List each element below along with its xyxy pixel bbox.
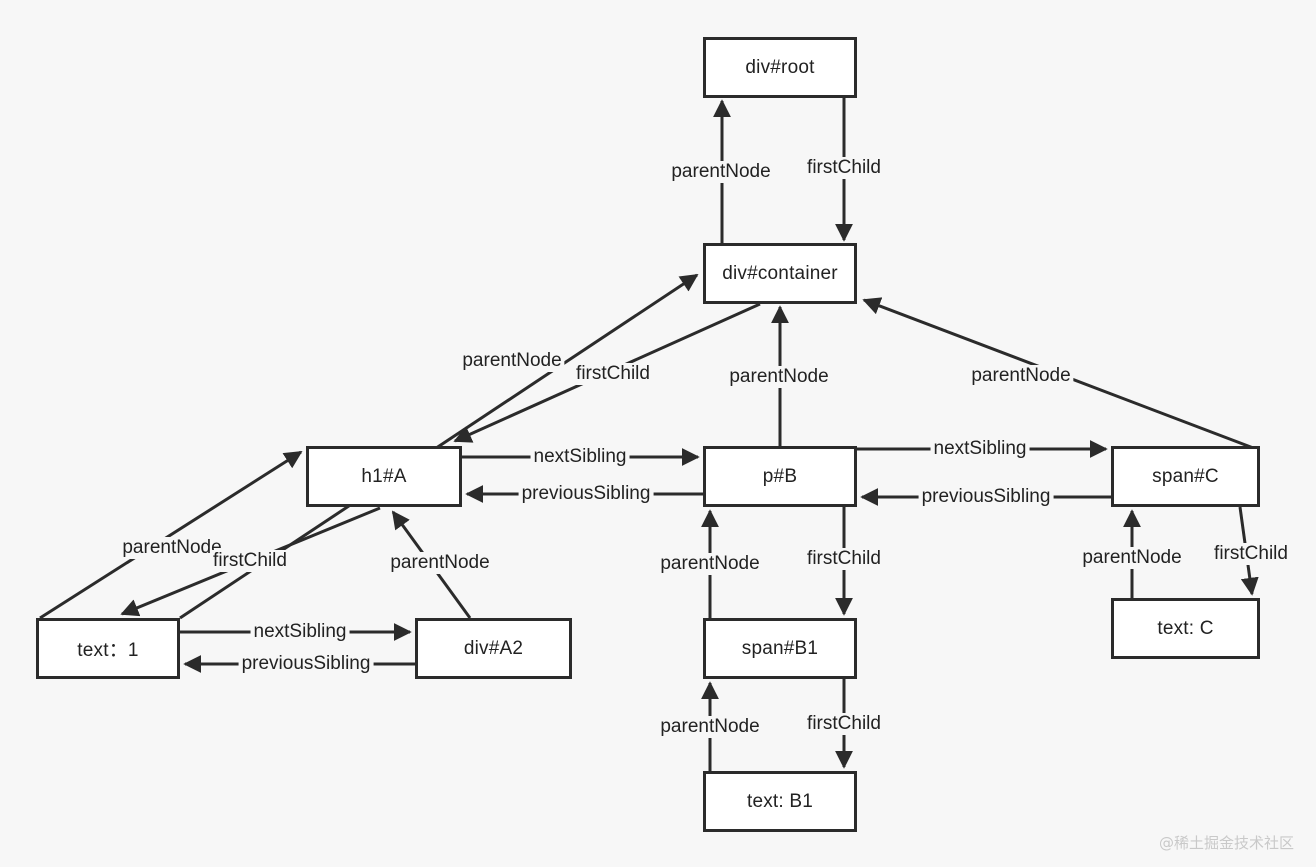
- edge-label-previoussibling-spanc-pb: previousSibling: [918, 486, 1054, 508]
- watermark: @稀土掘金技术社区: [1158, 834, 1294, 852]
- edge-label-nextsibling-pb-spanc: nextSibling: [930, 438, 1030, 460]
- node-label: h1#A: [361, 465, 407, 487]
- edge-label-parentnode-textb1-spanb1: parentNode: [657, 716, 763, 738]
- node-label: p#B: [762, 465, 798, 487]
- edge-label-parentnode-h1a-container: parentNode: [459, 350, 565, 372]
- edge-parentnode-text1-h1a: [39, 450, 303, 620]
- node-div-a2[interactable]: div#A2: [415, 618, 572, 679]
- node-label: text：1: [77, 640, 139, 661]
- edge-label-parentnode-textc-spanc: parentNode: [1079, 547, 1185, 569]
- edge-label-firstchild-root-container: firstChild: [804, 157, 884, 179]
- edge-label-parentnode-spanb1-pb: parentNode: [657, 553, 763, 575]
- node-span-b1[interactable]: span#B1: [703, 618, 857, 679]
- node-text-c[interactable]: text: C: [1111, 598, 1260, 659]
- edge-label-parentnode-spanc-container: parentNode: [968, 365, 1074, 387]
- edge-label-firstchild-spanc-textc: firstChild: [1211, 543, 1291, 565]
- edge-label-firstchild-pb-spanb1: firstChild: [804, 548, 884, 570]
- node-label: text: C: [1157, 617, 1214, 639]
- node-label: div#A2: [463, 637, 524, 659]
- node-p-b[interactable]: p#B: [703, 446, 857, 507]
- node-text-b1[interactable]: text: B1: [703, 771, 857, 832]
- node-label: span#B1: [741, 637, 819, 659]
- node-label: span#C: [1152, 465, 1219, 487]
- edge-label-parentnode-pb-container: parentNode: [726, 366, 832, 388]
- edge-label-previoussibling-pb-h1a: previousSibling: [518, 483, 654, 505]
- edge-label-parentnode-text1-h1a: parentNode: [119, 537, 225, 559]
- node-label: text: B1: [746, 790, 814, 812]
- node-label: div#container: [722, 262, 838, 284]
- edge-label-nextsibling-text1-diva2: nextSibling: [250, 621, 350, 643]
- edge-label-nextsibling-h1a-pb: nextSibling: [530, 446, 630, 468]
- node-h1-a[interactable]: h1#A: [306, 446, 462, 507]
- edge-label-previoussibling-diva2-text1: previousSibling: [238, 653, 374, 675]
- node-span-c[interactable]: span#C: [1111, 446, 1260, 507]
- edge-label-firstchild-container-h1a: firstChild: [573, 363, 653, 385]
- node-label: div#root: [745, 56, 815, 78]
- node-div-root[interactable]: div#root: [703, 37, 857, 98]
- edge-label-parentnode-container-root: parentNode: [668, 161, 774, 183]
- node-text-1[interactable]: text：1: [36, 618, 180, 679]
- edge-label-firstchild-h1a-text1: firstChild: [210, 550, 290, 572]
- edge-label-firstchild-spanb1-textb1: firstChild: [804, 713, 884, 735]
- edge-label-parentnode-diva2-h1a: parentNode: [387, 552, 493, 574]
- node-div-container[interactable]: div#container: [703, 243, 857, 304]
